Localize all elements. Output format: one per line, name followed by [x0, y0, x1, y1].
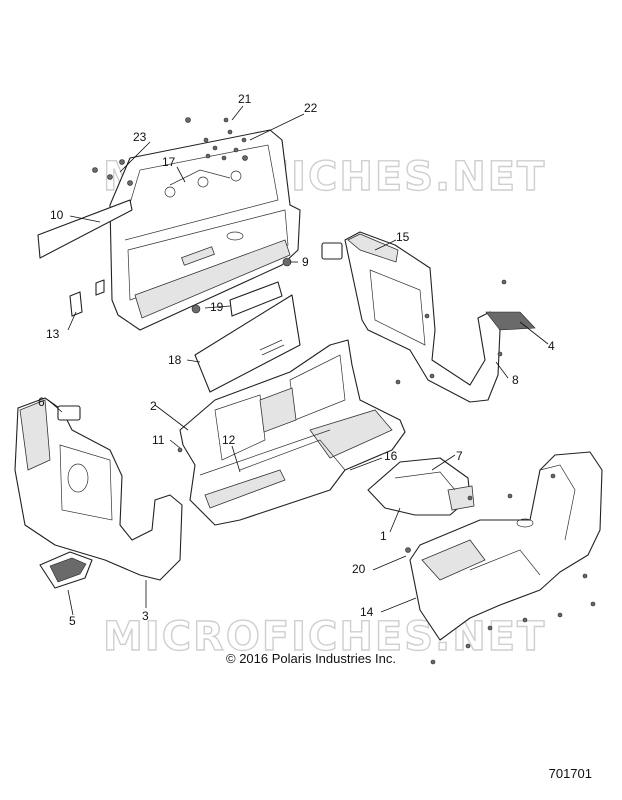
fasteners-top — [92, 117, 248, 186]
callout-2: 2 — [150, 399, 157, 413]
callout-18: 18 — [168, 353, 182, 367]
callout-4: 4 — [548, 339, 555, 353]
part-step-5-tread — [49, 557, 87, 583]
part-front-floor-14 — [409, 451, 603, 641]
callout-20: 20 — [352, 562, 366, 576]
part-floor-2 — [179, 339, 406, 526]
callout-16: 16 — [384, 449, 398, 463]
part-pad-19 — [229, 281, 283, 317]
callout-10: 10 — [50, 208, 64, 222]
callout-21: 21 — [238, 92, 252, 106]
part-rear-panel — [109, 129, 301, 331]
part-mat-18 — [194, 294, 301, 393]
callout-9: 9 — [302, 255, 309, 269]
part-strip-10 — [37, 199, 133, 259]
part-tunnel-1 — [367, 457, 475, 516]
callout-17: 17 — [162, 155, 176, 169]
callout-19: 19 — [210, 300, 224, 314]
part-plate-13b — [95, 279, 105, 296]
copyright-text: © 2016 Polaris Industries Inc. — [226, 651, 396, 666]
callout-1: 1 — [380, 529, 387, 543]
callout-14: 14 — [360, 605, 374, 619]
callout-8: 8 — [512, 373, 519, 387]
callout-13: 13 — [46, 327, 60, 341]
callouts: 21 22 23 17 10 9 15 19 13 18 4 8 2 6 11 … — [38, 92, 555, 628]
fasteners-scattered — [177, 279, 596, 665]
part-side-panel-left — [14, 397, 183, 581]
callout-7: 7 — [456, 449, 463, 463]
part-grommet-9 — [282, 257, 292, 267]
callout-6: 6 — [38, 395, 45, 409]
callout-5: 5 — [69, 614, 76, 628]
part-plate-13 — [69, 291, 83, 317]
callout-15: 15 — [396, 230, 410, 244]
callout-12: 12 — [222, 433, 236, 447]
leader-lines — [47, 105, 549, 616]
diagram-number: 701701 — [548, 766, 592, 781]
watermark-bottom: MICROFICHES.NET — [103, 614, 546, 660]
callout-23: 23 — [133, 130, 147, 144]
callout-22: 22 — [304, 101, 318, 115]
part-side-panel-right — [321, 231, 536, 403]
callout-3: 3 — [142, 609, 149, 623]
callout-11: 11 — [152, 433, 165, 447]
